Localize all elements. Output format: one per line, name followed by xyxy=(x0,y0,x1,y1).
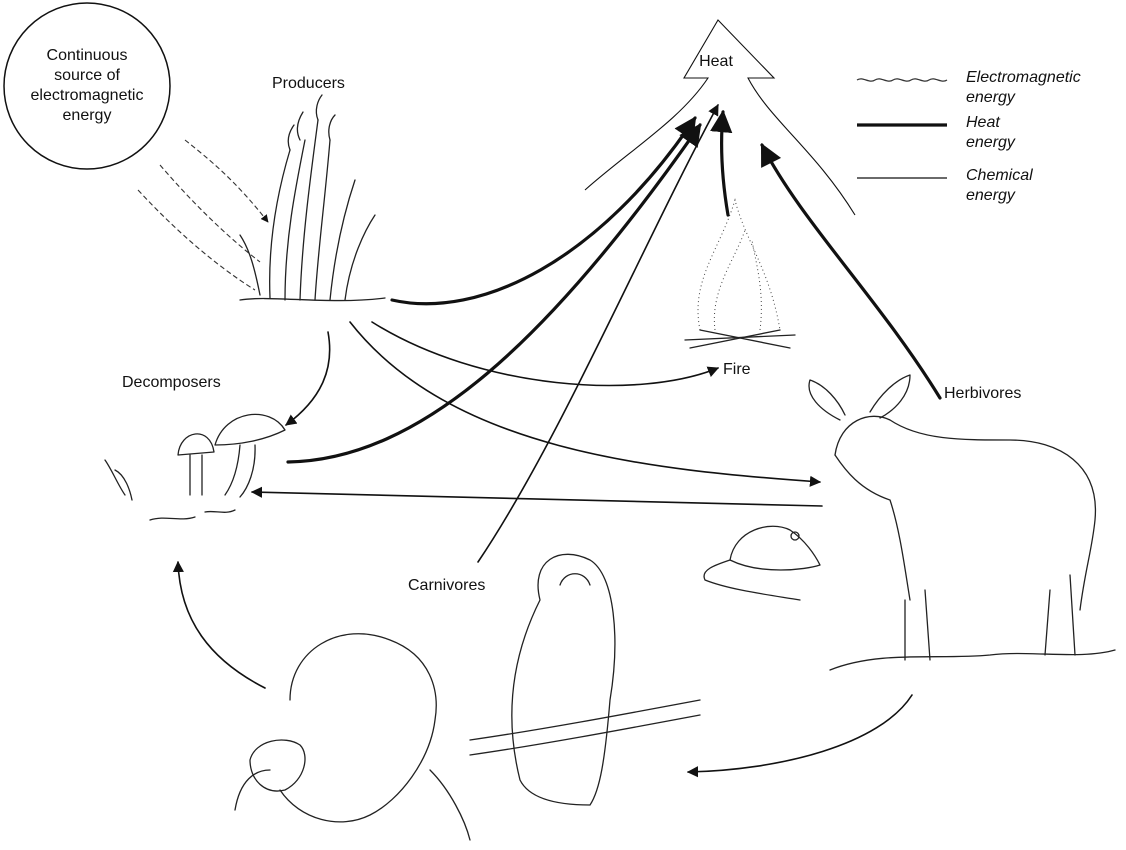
carnivores-label: Carnivores xyxy=(408,577,485,594)
electromagnetic-rays xyxy=(138,140,268,290)
herbivores-label: Herbivores xyxy=(944,385,1021,402)
heat-arrow-shape: Heat xyxy=(585,20,855,215)
energy-source-circle: Continuous source of electromagnetic ene… xyxy=(4,3,170,169)
producers-label: Producers xyxy=(272,75,345,92)
mushrooms-illustration xyxy=(105,414,285,520)
legend: Electromagnetic energy Heat energy Chemi… xyxy=(857,69,1081,204)
mouse-illustration xyxy=(704,526,820,600)
chemical-energy-arrows xyxy=(178,105,912,772)
legend-heat-line1: Heat xyxy=(966,114,1000,131)
legend-chemical-line1: Chemical xyxy=(966,167,1033,184)
sun-label-line2: source of xyxy=(54,67,120,84)
fire-label: Fire xyxy=(723,361,751,378)
legend-chemical-line2: energy xyxy=(966,187,1016,204)
legend-heat-line2: energy xyxy=(966,134,1016,151)
legend-electromagnetic-line1: Electromagnetic xyxy=(966,69,1081,86)
fire-illustration: Fire xyxy=(685,200,795,378)
legend-electromagnetic-swatch xyxy=(857,79,947,81)
owl-illustration xyxy=(470,554,700,805)
sun-label-line1: Continuous xyxy=(47,47,128,64)
legend-electromagnetic-line2: energy xyxy=(966,89,1016,106)
heat-label: Heat xyxy=(699,53,733,70)
sun-label-line4: energy xyxy=(63,107,112,124)
decomposers-label: Decomposers xyxy=(122,374,221,391)
boy-illustration xyxy=(235,634,470,840)
grass-illustration xyxy=(240,95,385,301)
sun-label-line3: electromagnetic xyxy=(31,87,144,104)
deer-illustration xyxy=(809,375,1115,670)
